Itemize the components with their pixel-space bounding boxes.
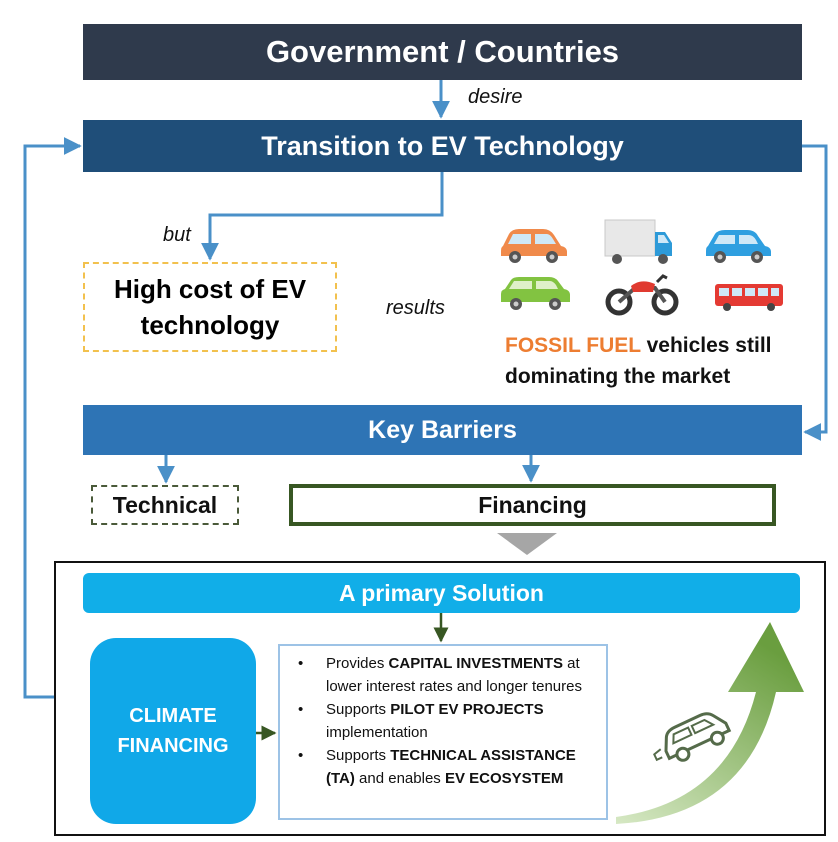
climate-line2: FINANCING: [117, 735, 229, 757]
technical-box: Technical: [91, 485, 239, 525]
fossil-text-line1: vehicles still: [640, 334, 772, 357]
transition-banner: Transition to EV Technology: [83, 120, 802, 172]
government-banner: Government / Countries: [83, 24, 802, 80]
orange-car-icon: [501, 229, 567, 263]
fossil-fuel-text: FOSSIL FUEL vehicles still dominating th…: [505, 330, 805, 392]
down-chevron-shape: [497, 533, 557, 555]
ev-car-icon: [653, 712, 732, 762]
blue-car-icon: [706, 230, 771, 263]
high-cost-box: High cost of EV technology: [83, 262, 337, 352]
financing-box: Financing: [289, 484, 776, 526]
arrow-transition-to-highcost: [201, 172, 444, 261]
but-label: but: [163, 224, 191, 246]
climate-financing-box: CLIMATE FINANCING: [90, 638, 256, 824]
truck-icon: [604, 219, 672, 264]
high-cost-line1: High cost of EV: [113, 274, 307, 304]
bullet-item: Supports PILOT EV PROJECTS implementatio…: [298, 698, 598, 744]
motorcycle-icon: [605, 274, 679, 316]
high-cost-line2: technology: [140, 310, 280, 340]
results-label: results: [386, 297, 445, 319]
bus-icon: [715, 284, 783, 311]
fossil-text-line2: dominating the market: [505, 365, 731, 388]
climate-line1: CLIMATE: [129, 705, 217, 727]
growth-arrow-icon: [616, 622, 804, 824]
loop-arrow-left: [23, 137, 82, 699]
loop-arrow-right: [802, 144, 828, 441]
solution-bullets-box: Provides CAPITAL INVESTMENTS at lower in…: [278, 644, 608, 820]
solution-frame: [54, 561, 826, 836]
fossil-fuel-highlight: FOSSIL FUEL: [505, 334, 641, 357]
vehicle-icons: [501, 219, 783, 316]
desire-label: desire: [468, 86, 523, 108]
green-car-icon: [501, 277, 570, 310]
key-barriers-banner: Key Barriers: [83, 405, 802, 455]
primary-solution-banner: A primary Solution: [83, 573, 800, 613]
bullet-item: Supports TECHNICAL ASSISTANCE (TA) and e…: [298, 744, 598, 790]
bullet-item: Provides CAPITAL INVESTMENTS at lower in…: [298, 652, 598, 698]
